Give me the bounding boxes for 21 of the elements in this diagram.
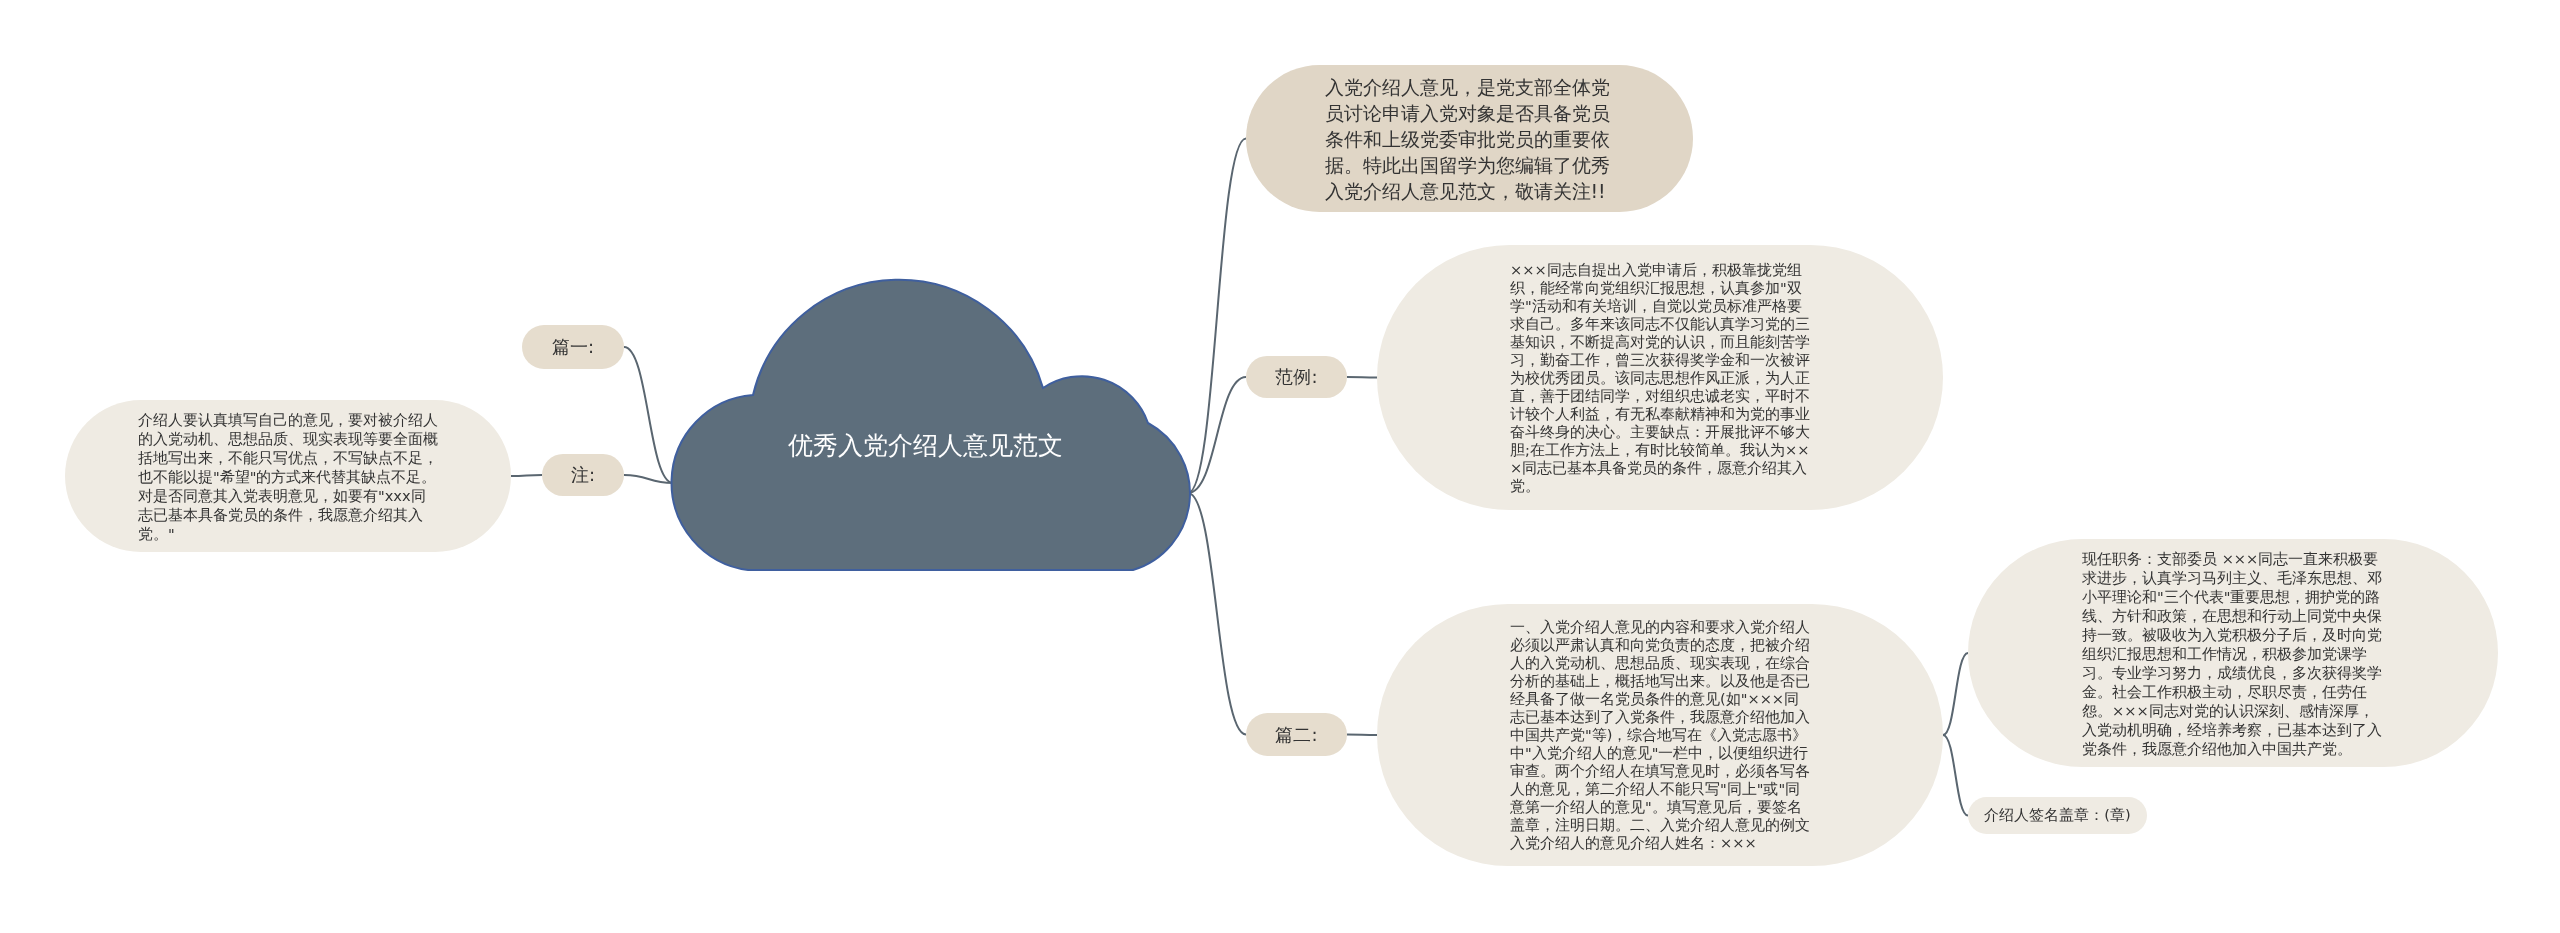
- note-text: 介绍人签名盖章：(章): [1984, 806, 2131, 825]
- branch-label: [1246, 713, 1347, 756]
- note-text: 介绍人要认真填写自己的意见，要对被介绍人的入党动机、思想品质、现实表现等要全面概括地写出来，不能只写优点，不写缺点不足，也不能以提"希望"的方式来代替其缺点不足。对是否同意其入党表明意见，如要有"xxx同志已基本具备党员的条件，我愿意介绍其入党。": [138, 409, 438, 543]
- note-bubble: [1968, 797, 2147, 834]
- branch-label: [522, 325, 624, 369]
- note-text: 现任职务：支部委员 ×××同志一直来积极要求进步，认真学习马列主义、毛泽东思想、邓小平理论和"三个代表"重要思想，拥护党的路线、方针和政策，在思想和行动上同党中央保持一致。被吸收为入党积极分子后，及时向党组织汇报思想和工作情况，积极参加党课学习。专业学习努力，成绩优良，多次获得奖学金。社会工作积极主动，尽职尽责，任劳任怨。×××同志对党的认识深刻、感情深厚，入党动机明确，经培养考察，已基本达到了入党条件，我愿意介绍他加入中国共产党。: [2082, 548, 2383, 758]
- branch-label: [542, 454, 624, 496]
- connector-line: [1346, 733, 1378, 736]
- connector-line: [1346, 376, 1378, 379]
- branch-text: 注:: [570, 463, 596, 487]
- connector-line: [1942, 652, 1969, 736]
- connector-line: [1942, 734, 1969, 817]
- connector-line: [510, 474, 543, 477]
- note-text: 一、入党介绍人意见的内容和要求入党介绍人必须以严肃认真和向党负责的态度，把被介绍人的入党动机、思想品质、现实表现，在综合分析的基础上，概括地写出来。以及他是否已经具备了做一名党员条件的意见(如"×××同志已基本达到了入党条件，我愿意介绍他加入中国共产党"等)，综合地写在《入党志愿书》中"入党介绍人的意见"一栏中，以便组织进行审查。两个介绍人在填写意见时，必须各写各人的意见，第二介绍人不能只写"同上"或"同意第一介绍人的意见"。填写意见后，要签名盖章，注明日期。二、入党介绍人意见的例文入党介绍人的意见介绍人姓名：×××: [1510, 618, 1810, 852]
- note-text: ×××同志自提出入党申请后，积极靠拢党组织，能经常向党组织汇报思想，认真参加"双学"活动和有关培训，自觉以党员标准严格要求自己。多年来该同志不仅能认真学习党的三基知识，不断提高对党的认识，而且能刻苦学习，勤奋工作，曾三次获得奖学金和一次被评为校优秀团员。该同志思想作风正派，为人正直，善于团结同学，对组织忠诚老实，平时不计较个人利益，有无私奉献精神和为党的事业奋斗终身的决心。主要缺点：开展批评不够大胆;在工作方法上，有时比较简单。我认为×××同志已基本具备党员的条件，愿意介绍其入党。: [1510, 260, 1810, 495]
- branch-label: [1246, 356, 1347, 398]
- title-text: 优秀入党介绍人意见范文: [787, 429, 1063, 462]
- branch-text: 范例:: [1275, 365, 1318, 389]
- branch-text: 篇一:: [551, 335, 595, 359]
- branch-text: 篇二:: [1275, 722, 1318, 747]
- note-text: 入党介绍人意见，是党支部全体党员讨论申请入党对象是否具备党员条件和上级党委审批党员的重要依据。特此出国留学为您编辑了优秀入党介绍人意见范文，敬请关注!!: [1324, 74, 1611, 204]
